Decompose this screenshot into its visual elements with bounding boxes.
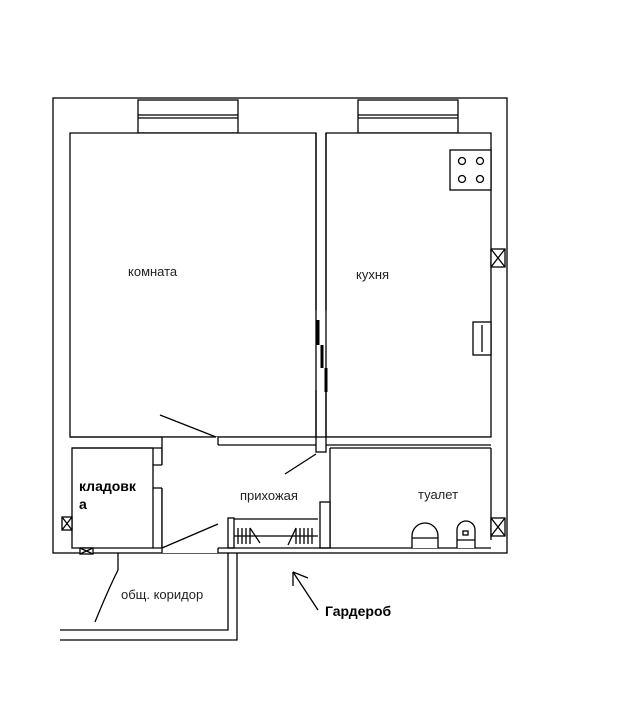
common-corridor — [60, 548, 238, 641]
label-hallway: прихожая — [240, 488, 298, 503]
stove-icon — [449, 149, 492, 191]
wardrobe-arrow — [292, 571, 319, 611]
label-toilet: туалет — [418, 487, 459, 502]
windows — [137, 99, 459, 134]
label-storage-1: кладовк — [79, 478, 136, 494]
doors — [159, 320, 328, 549]
room-living — [69, 132, 317, 438]
label-common-corridor: общ. коридор — [121, 587, 204, 602]
sink-icon — [472, 321, 492, 356]
toilet-icon — [456, 520, 476, 548]
label-room: комната — [128, 264, 178, 279]
bathtub-icon — [411, 522, 439, 548]
vent-icons — [61, 248, 506, 555]
label-wardrobe: Гардероб — [325, 603, 392, 619]
wardrobe — [218, 501, 331, 549]
label-kitchen: кухня — [356, 267, 390, 282]
label-storage-2: а — [79, 496, 87, 512]
room-hallway — [162, 437, 491, 553]
